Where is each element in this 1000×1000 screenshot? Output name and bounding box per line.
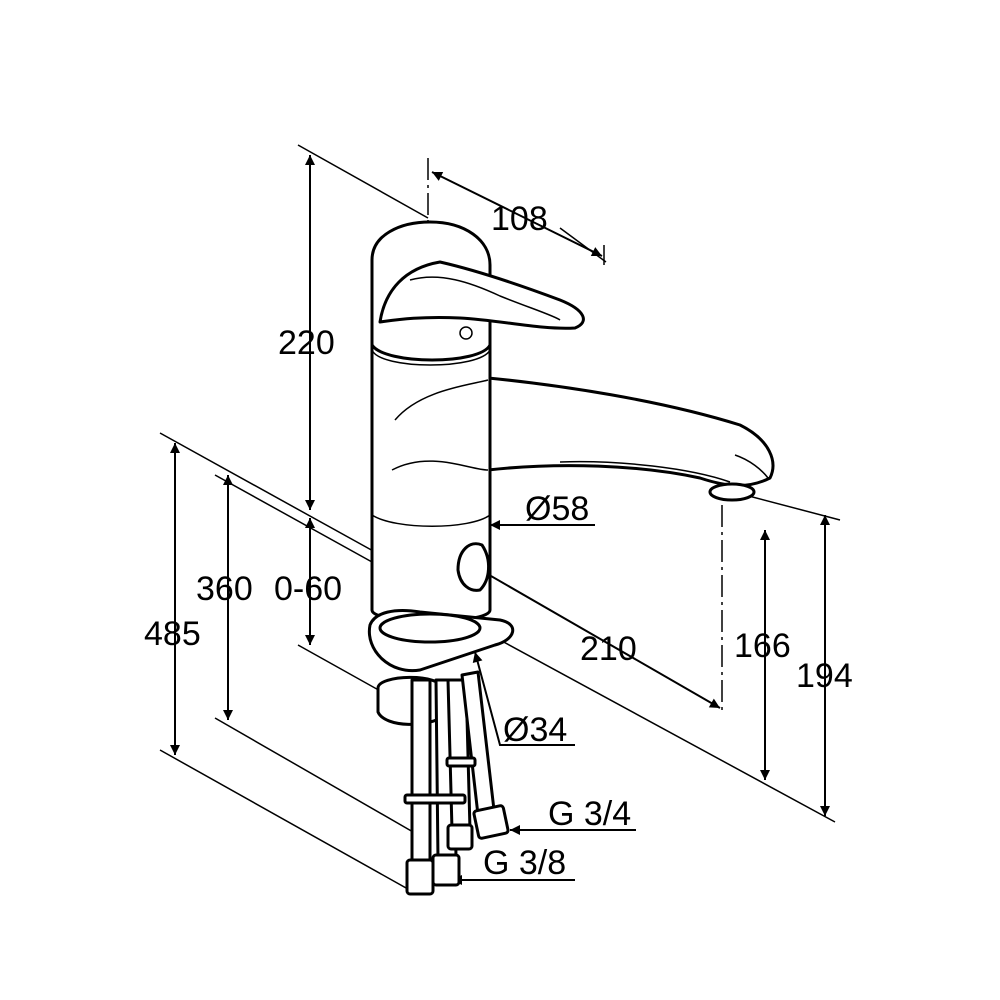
- dim-diameter-58: Ø58: [525, 490, 589, 528]
- extension-lines: [159, 144, 841, 894]
- dim-360: 360: [196, 570, 253, 608]
- dim-108: 108: [491, 200, 548, 238]
- dim-166: 166: [734, 627, 791, 665]
- dim-thread-g34: G 3/4: [548, 795, 631, 833]
- dim-210: 210: [580, 630, 637, 668]
- dim-thread-g38: G 3/8: [483, 844, 566, 882]
- dim-0-60: 0-60: [274, 570, 342, 608]
- dim-220: 220: [278, 324, 335, 362]
- dim-485: 485: [144, 615, 201, 653]
- dim-diameter-34: Ø34: [503, 711, 567, 749]
- faucet: [367, 220, 775, 896]
- dimension-lines: [170, 155, 830, 885]
- dim-194: 194: [796, 657, 853, 695]
